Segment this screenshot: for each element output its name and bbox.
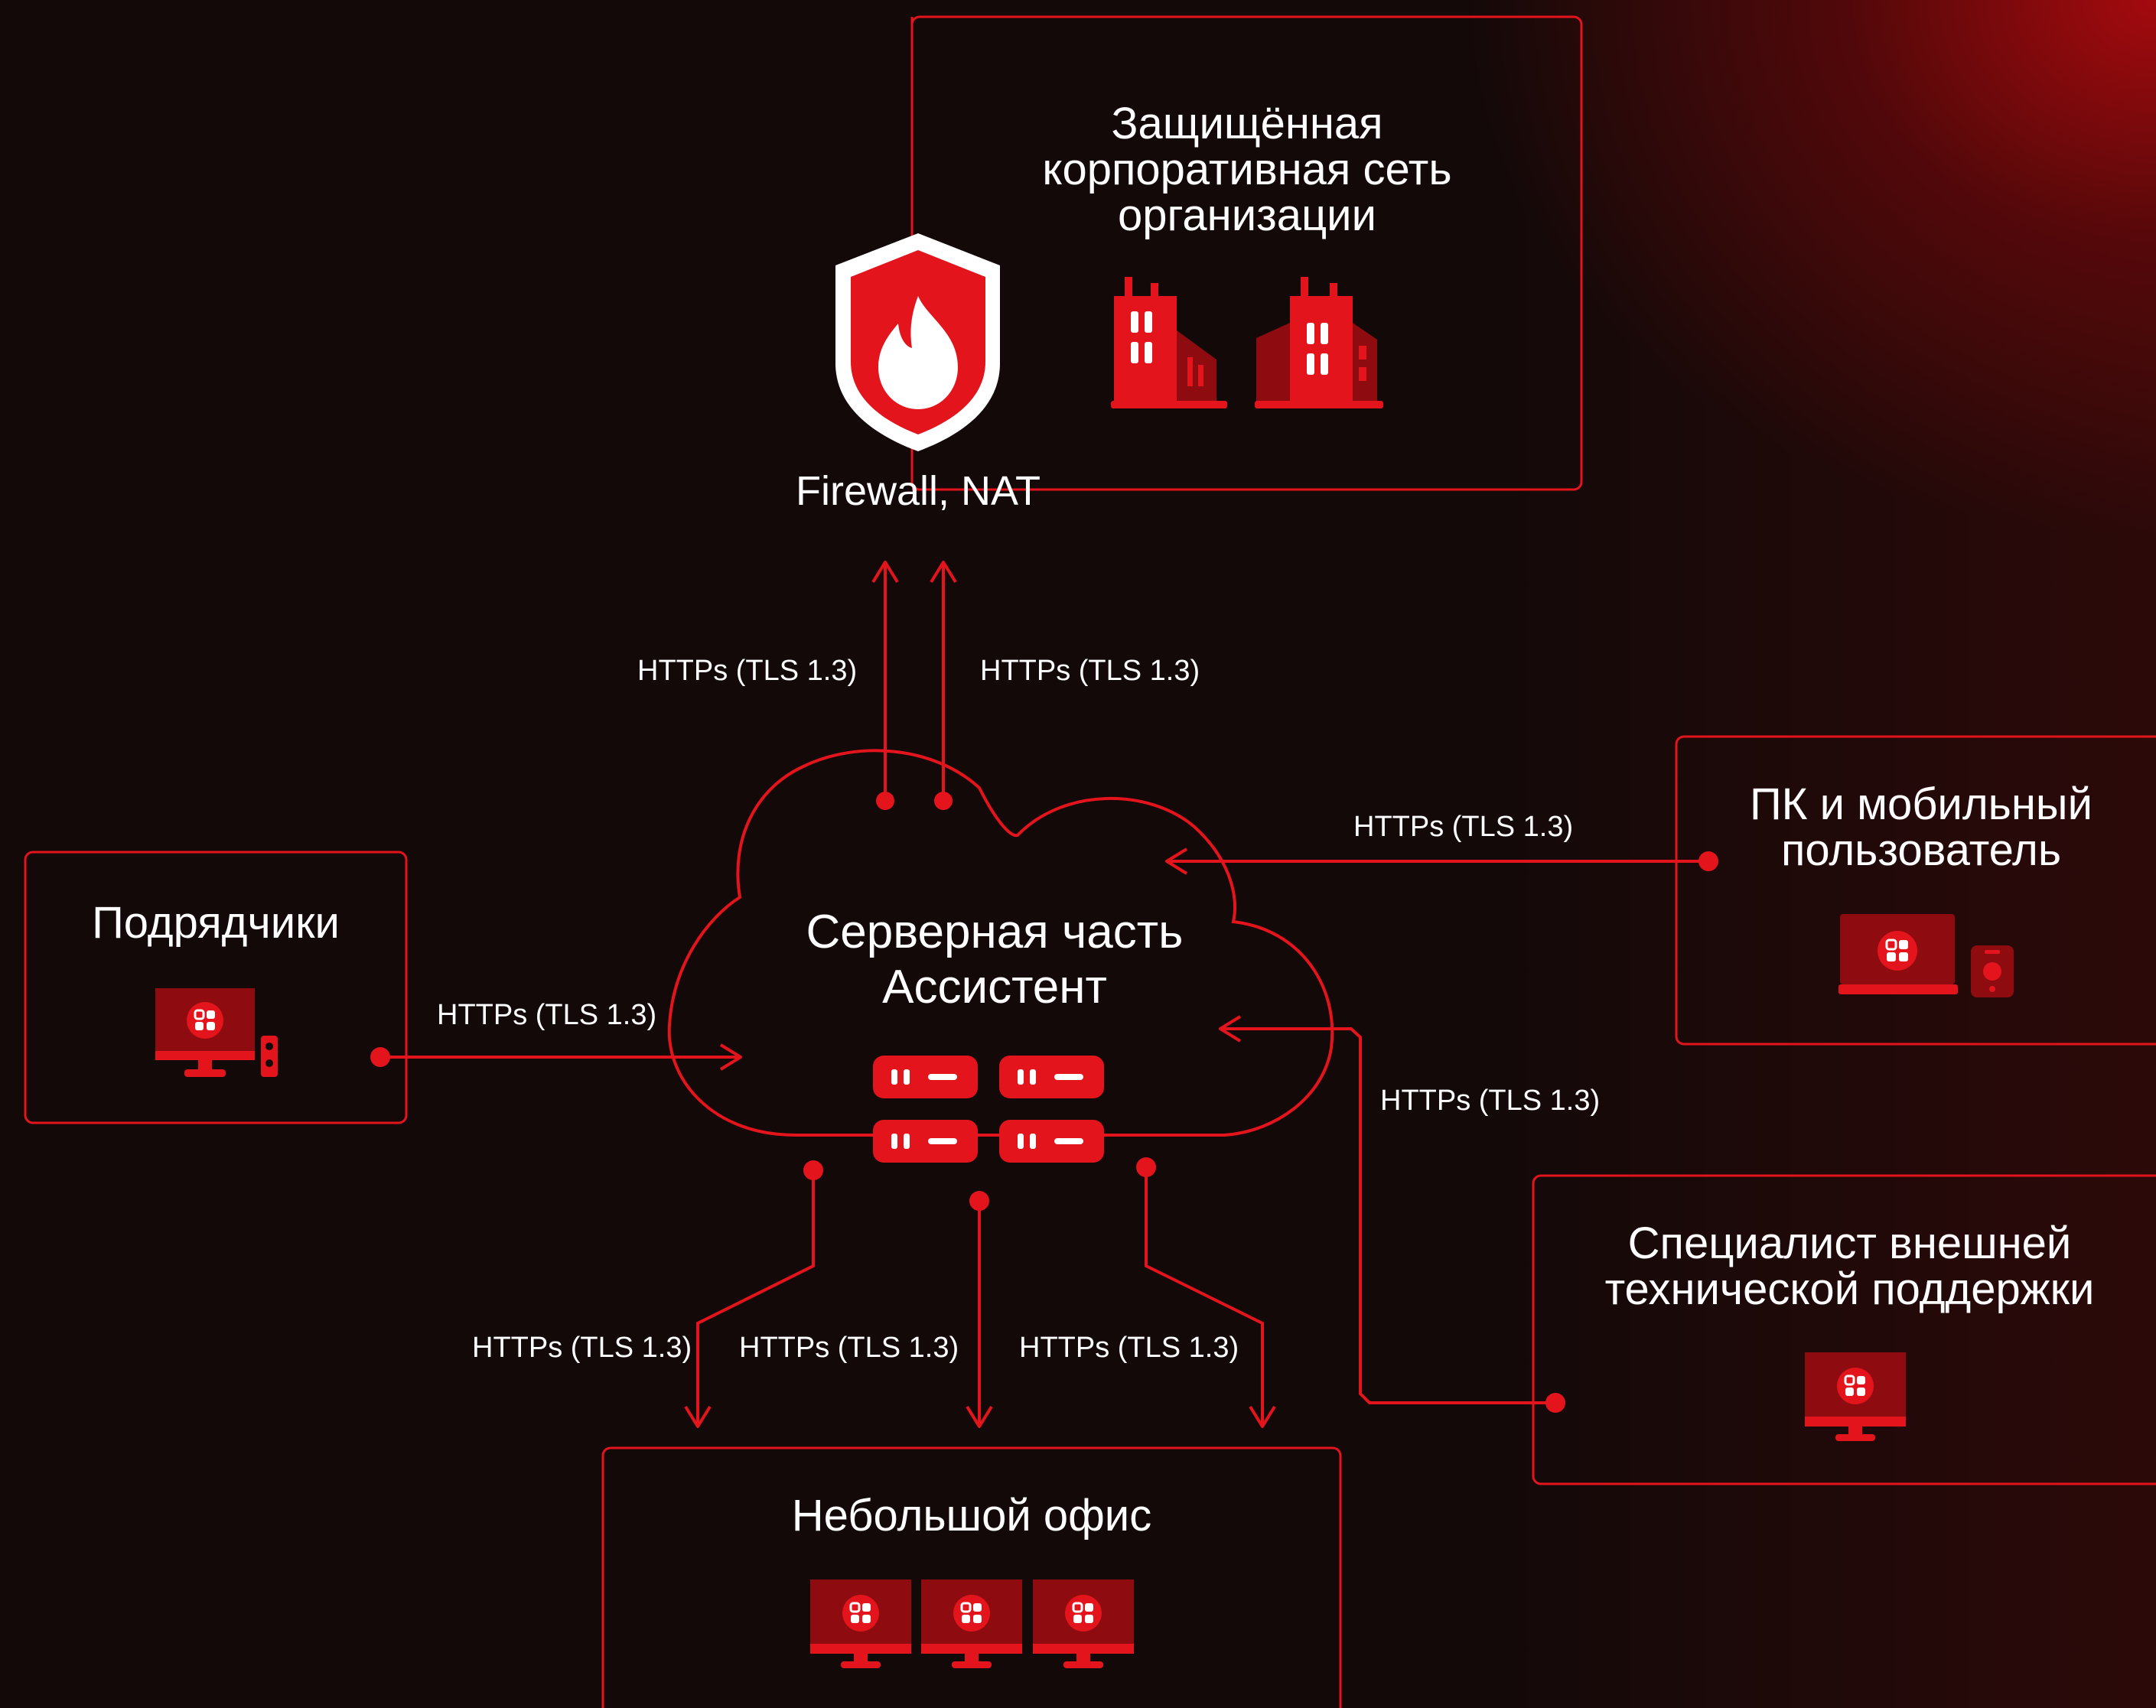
server-rack-icon <box>873 1056 1104 1163</box>
connection-label: HTTPs (TLS 1.3) <box>1380 1085 1601 1117</box>
pc-mobile-user-title: ПК и мобильный пользователь <box>1749 779 2093 875</box>
connection-label: HTTPs (TLS 1.3) <box>1019 1332 1239 1364</box>
laptop-phone-icon <box>1838 914 2014 997</box>
connection-label: HTTPs (TLS 1.3) <box>980 655 1200 687</box>
desktop-pc-icon <box>155 988 278 1077</box>
small-office-title: Небольшой офис <box>791 1491 1152 1540</box>
corporate-network-title: Защищённая корпоративная сеть организаци… <box>1042 99 1452 240</box>
monitor-icon <box>810 1579 911 1668</box>
building-icon <box>1255 277 1383 408</box>
firewall-label: Firewall, NAT <box>795 468 1041 514</box>
contractors-arrow <box>370 1043 742 1071</box>
connection-label: HTTPs (TLS 1.3) <box>1353 811 1574 843</box>
monitor-icon <box>921 1579 1022 1668</box>
connection-label: HTTPs (TLS 1.3) <box>739 1332 959 1364</box>
contractors-title: Подрядчики <box>92 898 340 948</box>
pc-mobile-user-box <box>1675 735 2156 1046</box>
pc-user-arrow <box>1165 847 1718 875</box>
external-support-box <box>1532 1174 2156 1485</box>
contractors-box <box>24 851 408 1124</box>
shield-flame-icon <box>835 233 1000 451</box>
monitor-icon <box>1033 1579 1134 1668</box>
monitor-icon <box>1805 1352 1906 1441</box>
server-cloud <box>667 749 1334 1137</box>
firewall-arrows <box>871 561 957 810</box>
connection-label: HTTPs (TLS 1.3) <box>637 655 858 687</box>
building-icon <box>1111 277 1227 408</box>
support-arrow <box>1219 1015 1565 1413</box>
connection-label: HTTPs (TLS 1.3) <box>472 1332 692 1364</box>
server-title: Серверная часть Ассистент <box>806 906 1184 1013</box>
connection-label: HTTPs (TLS 1.3) <box>437 999 657 1031</box>
external-support-title: Специалист внешней технической поддержки <box>1604 1218 2095 1314</box>
small-office-box <box>601 1446 1342 1708</box>
office-arrows <box>684 1157 1276 1428</box>
corporate-network-box <box>910 15 1583 491</box>
